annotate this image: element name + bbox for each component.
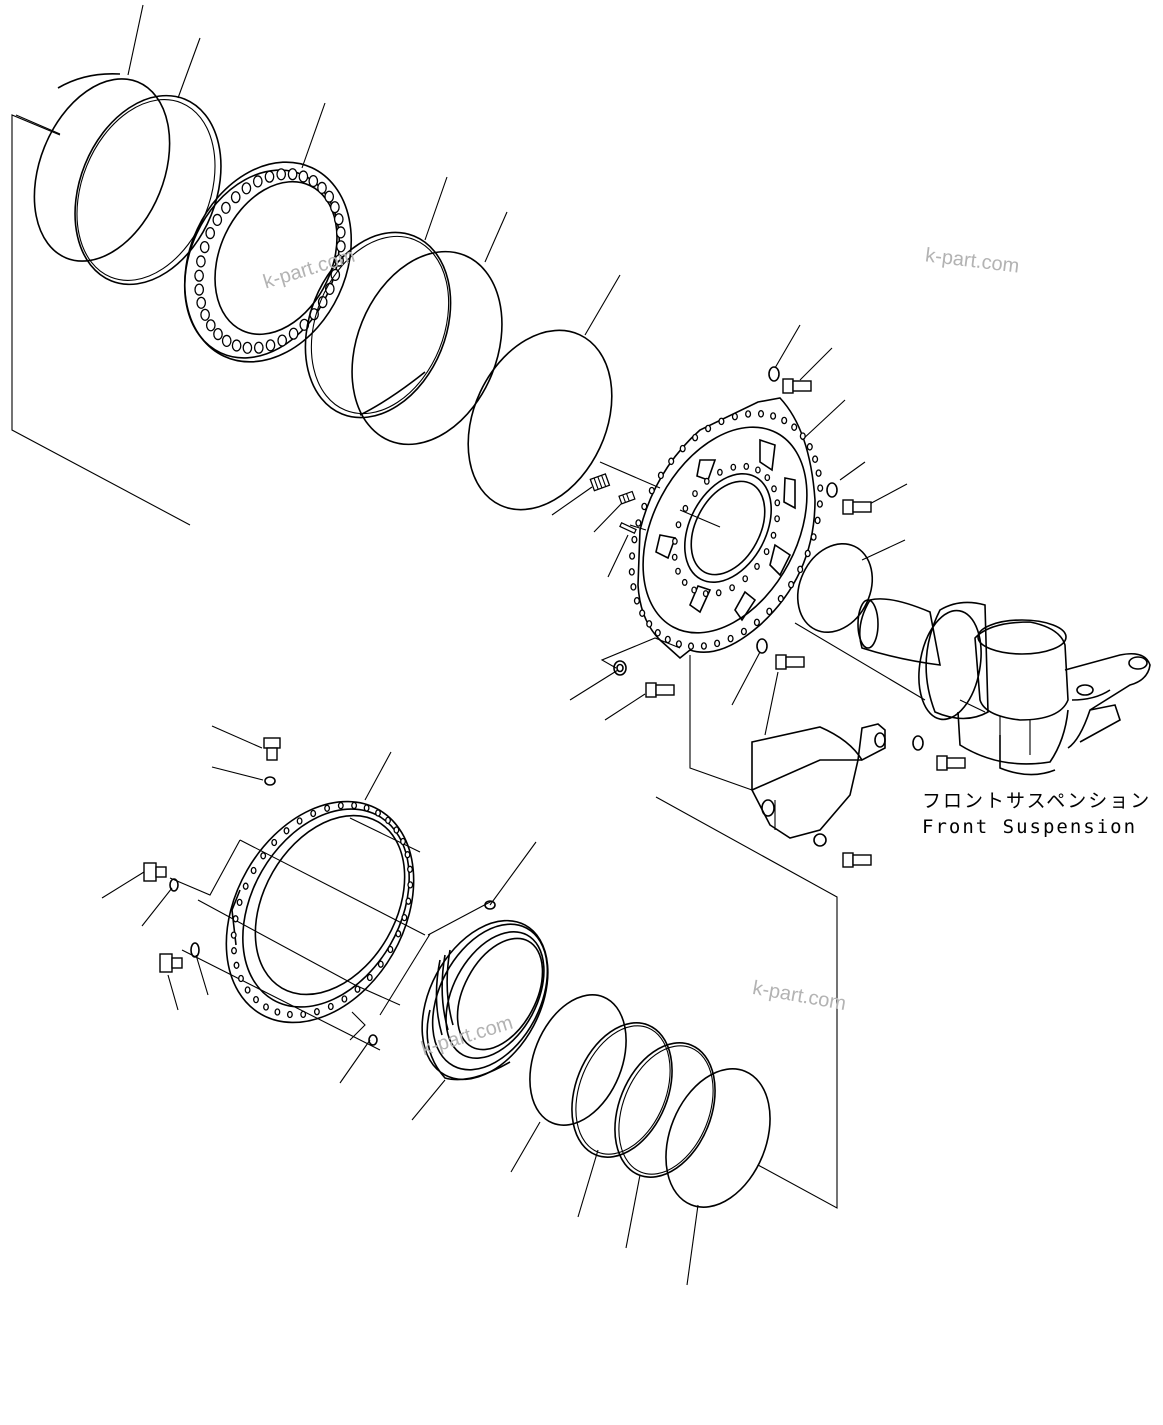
brake-plate [628, 397, 824, 660]
o-ring-small [796, 542, 874, 634]
seal-ring-2 [74, 94, 222, 286]
brake-housing-ring [225, 800, 415, 1024]
caption-english: Front Suspension [922, 816, 1138, 838]
piston-ring [421, 919, 549, 1081]
plate-fasteners [589, 366, 872, 698]
front-suspension-assembly [857, 598, 1151, 776]
seal-ring-3 [304, 231, 452, 419]
seal-ring-5 [529, 994, 627, 1126]
assembly-lines [11, 114, 926, 1209]
caption-japanese: フロントサスペンション [922, 790, 1152, 812]
seal-ring-4 [351, 250, 503, 446]
leader-lines [101, 4, 908, 1286]
housing-fasteners [143, 737, 496, 1046]
caliper-bracket [751, 723, 886, 868]
seal-ring-1 [33, 72, 171, 262]
o-ring-large [467, 329, 613, 511]
seal-ring-8 [665, 1068, 771, 1208]
perforated-ring [183, 161, 353, 363]
seal-ring-7 [614, 1042, 716, 1178]
seal-ring-6 [571, 1022, 673, 1158]
